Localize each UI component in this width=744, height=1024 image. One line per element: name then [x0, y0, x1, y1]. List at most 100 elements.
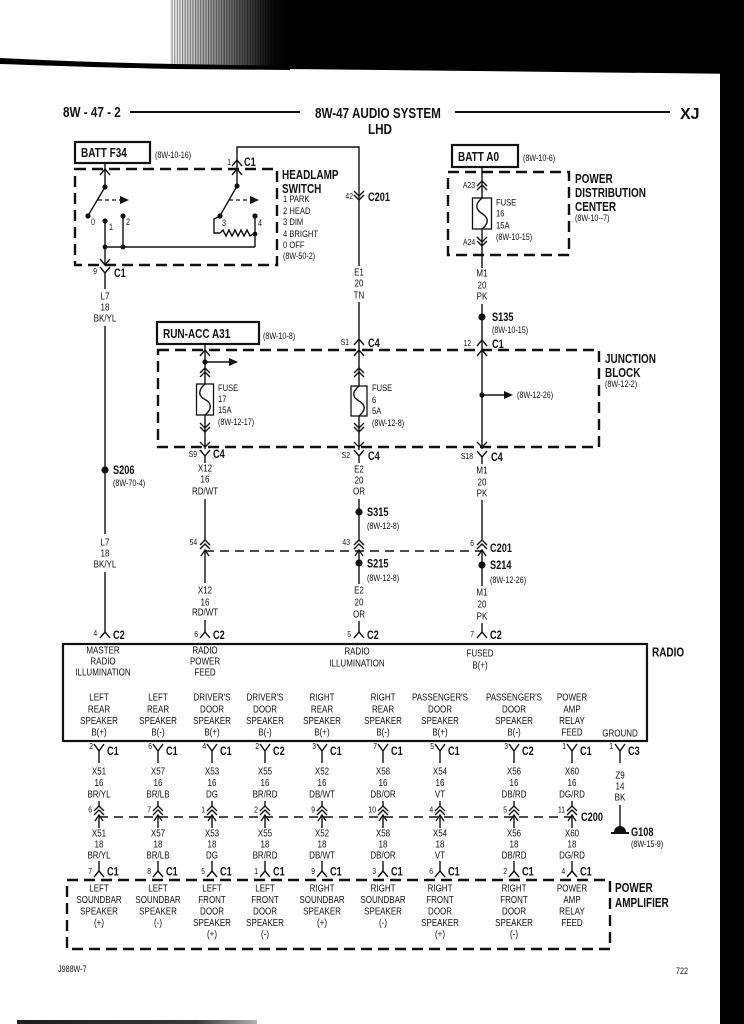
batt-f34-box: [73, 140, 152, 165]
amp-pin-function-label: SPEAKER: [495, 917, 533, 928]
wire-gauge-label: 20: [355, 475, 364, 486]
ground-name: G108: [631, 827, 654, 839]
splice-dot: [101, 466, 109, 474]
amp-connector-name: C1: [330, 867, 342, 879]
c200-connector-chevron-icon: [259, 805, 271, 822]
wire-gauge-label: 18: [510, 839, 519, 850]
c200-pin-number: 10: [368, 805, 376, 815]
radio-pin-function-label: REAR: [311, 704, 334, 715]
amp-pin-function-label: SPEAKER: [80, 906, 118, 917]
switch-position-legend: 3 DIM: [283, 216, 303, 227]
batt-a0-label: BATT A0: [458, 151, 499, 164]
radio-connector-name: C1: [391, 746, 403, 758]
batt-a0-box: [450, 143, 520, 169]
power-amplifier-title: POWER: [615, 882, 653, 895]
radio-connector-name: C2: [273, 746, 285, 758]
splice-ref: (8W-70-4): [113, 478, 145, 488]
resistor-junction-dot: [252, 231, 258, 237]
run-acc-a31-label: RUN-ACC A31: [163, 328, 230, 341]
radio-pin-function-label: GROUND: [602, 728, 638, 739]
run-acc-a31-box: [155, 320, 261, 346]
fuse-6: S1 C4 FUSE 6 5A (8W-12-8) S2 C4: [341, 337, 405, 463]
bus-junction-dot: [120, 244, 126, 250]
ground-circuit: 1 C3 Z9 14 BK G108 (8W-15-9): [609, 741, 663, 849]
amp-pin-function-label: SOUNDBAR: [360, 894, 406, 905]
wire-color-label: BR/LB: [146, 789, 169, 800]
fuse-label: FUSE: [496, 197, 516, 208]
c200-connector-chevron-icon: [508, 805, 520, 822]
radio-pin-function-label: SPEAKER: [421, 715, 459, 726]
headlamp-switch-ref: (8W-50-2): [283, 251, 315, 261]
wire-circuit-label: X55: [258, 828, 272, 839]
c200-pin-number: 2: [254, 805, 258, 815]
headlamp-switch: 0 1 2 3 4 1 C1 9 C1 HEADLAMP SWITCH 1 PA…: [73, 157, 339, 289]
connector-pin-number: 5: [347, 629, 351, 639]
bus-junction-dot: [102, 244, 108, 250]
connector-chevron-icon: [353, 337, 365, 346]
fuse-17: FUSE 17 15A (8W-12-17) S9 C4: [189, 344, 254, 463]
radio-connector-name: C1: [580, 746, 592, 758]
cavity-label: A23: [463, 180, 475, 190]
diagram-subtitle: LHD: [368, 121, 392, 138]
wire-color-label: DG/RD: [559, 850, 585, 861]
c200-pin-number: 1: [201, 805, 205, 815]
connector-double-chevron-icon: [353, 539, 365, 557]
amp-pin-function-label: DOOR: [253, 906, 277, 917]
wire-circuit-label: L7: [101, 291, 110, 302]
radio-pin-function-label: FEED: [561, 727, 583, 738]
c200-connector-chevron-icon: [434, 805, 446, 822]
wire-circuit-label: E1: [354, 267, 364, 278]
page-footer: J988W-7 722: [58, 964, 688, 976]
amp-pin-function-label: SPEAKER: [364, 906, 402, 917]
wire-x12: X12 16 RD/WT 54 X12 16 RD/WT 6 C2: [190, 463, 225, 643]
radio-pin-function-label: SPEAKER: [139, 715, 177, 726]
radio-pin-number: 3: [312, 741, 316, 751]
switch-position-legend: 1 PARK: [283, 193, 310, 204]
connector-name: C2: [490, 630, 502, 642]
amp-pin-function-label: (-): [261, 929, 269, 940]
splice-name: S135: [492, 312, 514, 324]
radio-pin-number: 6: [148, 741, 152, 751]
radio-pin-number: 1: [562, 741, 566, 751]
figure-id: J988W-7: [58, 964, 87, 974]
wire-color-label: BR/RD: [253, 789, 278, 800]
wire-circuit-label: M1: [476, 465, 487, 476]
connector-name: C201: [490, 543, 512, 555]
wire-color-label: RD/WT: [192, 486, 219, 497]
radio-pin-function-label: LEFT: [148, 692, 168, 703]
wire-gauge-label: 16: [510, 777, 519, 788]
amp-pin-function-label: (-): [154, 917, 162, 928]
connector-double-chevron-icon: [353, 190, 365, 201]
connector-y-icon: [199, 449, 211, 463]
connector-name: C2: [113, 630, 125, 642]
wire-circuit-label: X54: [433, 766, 447, 777]
connector-inverted-y-icon: [99, 630, 111, 639]
amp-pin-function-label: RELAY: [559, 906, 585, 917]
amp-pin-function-label: FRONT: [500, 894, 528, 905]
contact-1-dot: [102, 218, 108, 224]
connector-pin-number: 43: [342, 537, 350, 547]
radio-pin-function-label: FEED: [194, 667, 216, 678]
splice-name: S206: [113, 465, 135, 477]
switch-position-legend: 4 BRIGHT: [283, 228, 319, 239]
radio-pin-function-label: POWER: [557, 692, 588, 703]
amp-pin-function-label: AMP: [563, 894, 580, 905]
amp-connector-name: C1: [580, 867, 592, 879]
wire-l7: L7 18 BK/YL S206 (8W-70-4) L7 18 BK/YL 4…: [93, 291, 145, 643]
amp-connector-inverted-y-icon: [93, 869, 105, 878]
radio-connector-y-icon: [259, 743, 271, 763]
connector-inverted-y-icon: [199, 630, 211, 639]
radio-pin-function-label: RIGHT: [371, 692, 396, 703]
amp-connector-inverted-y-icon: [316, 869, 328, 878]
amp-pin-function-label: FRONT: [426, 894, 454, 905]
radio-pin-function-label: DRIVER'S: [193, 692, 230, 703]
amp-pin-function-label: LEFT: [148, 883, 168, 894]
wire-color-label: BR/YL: [87, 789, 110, 800]
wire-circuit-label: X12: [198, 463, 212, 474]
amp-pin-function-label: SPEAKER: [303, 906, 341, 917]
radio-pin-function-label: SPEAKER: [80, 715, 118, 726]
page-header: 8W - 47 - 2 8W-47 AUDIO SYSTEM LHD XJ: [63, 104, 700, 138]
wire-gauge-label: 18: [261, 839, 270, 850]
